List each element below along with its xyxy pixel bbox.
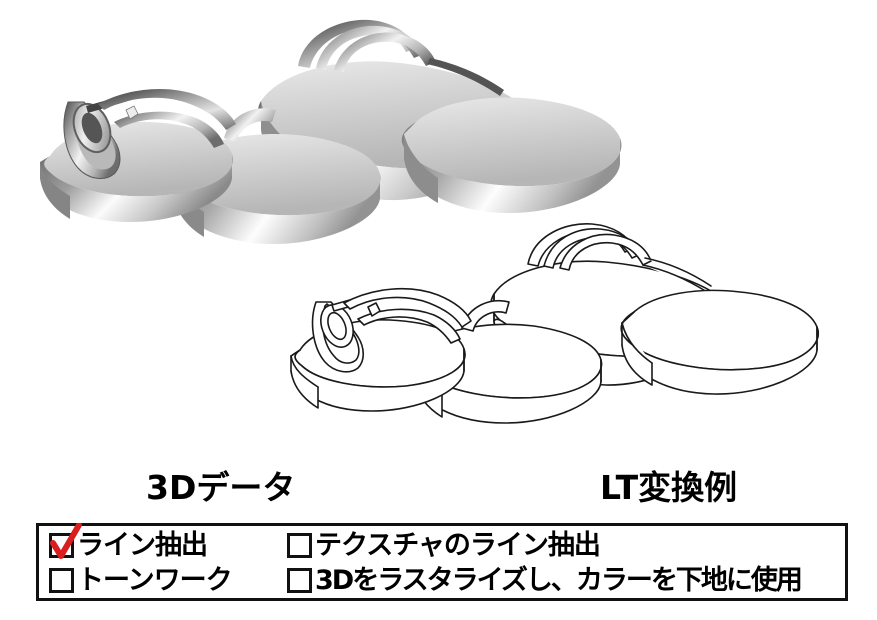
checkbox-line-extraction[interactable]	[49, 523, 82, 559]
option-label-line-extraction: ライン抽出	[77, 530, 208, 561]
option-label-texture-line-extraction: テクスチャのライン抽出	[315, 530, 601, 561]
option-label-tone-work: トーンワーク	[77, 565, 233, 596]
option-label-rasterize-3d: 3Dをラスタライズし、カラーを下地に使用	[315, 565, 803, 596]
option-row-rasterize-3d[interactable]: 3Dをラスタライズし、カラーを下地に使用	[287, 564, 843, 599]
panel-3d-shaded-render	[18, 6, 638, 256]
panel-lt-line-art	[272, 222, 872, 437]
lt-sandal-front-right	[620, 289, 820, 395]
checkbox-tone-work[interactable]	[49, 568, 74, 593]
caption-lt-conversion: LT変換例	[600, 468, 738, 507]
caption-3d-data: 3Dデータ	[146, 468, 296, 507]
option-row-line-extraction[interactable]: ライン抽出	[49, 523, 287, 564]
options-column-left: ライン抽出 トーンワーク	[49, 523, 287, 599]
checkbox-texture-line-extraction[interactable]	[287, 533, 312, 558]
lt-sandal-back-left	[290, 287, 472, 412]
option-row-texture-line-extraction[interactable]: テクスチャのライン抽出	[287, 529, 843, 564]
option-row-tone-work[interactable]: トーンワーク	[49, 564, 287, 599]
options-panel: ライン抽出 トーンワーク テクスチャのライン抽出 3Dをラスタライズし、カラーを…	[36, 523, 848, 601]
sandal-front-right	[401, 97, 622, 214]
checkbox-rasterize-3d[interactable]	[287, 568, 312, 593]
sandal-back-left	[40, 89, 236, 222]
options-column-right: テクスチャのライン抽出 3Dをラスタライズし、カラーを下地に使用	[287, 529, 843, 599]
